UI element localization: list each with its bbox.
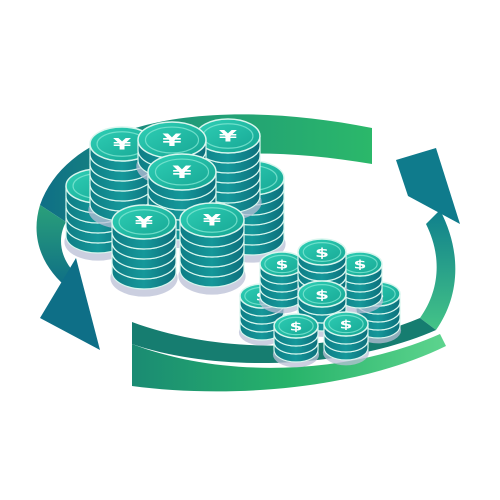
currency-symbol: $	[290, 320, 303, 333]
coin-top	[147, 153, 217, 191]
coin-rim	[302, 242, 342, 262]
currency-symbol: $	[315, 245, 329, 260]
yuan-coin-stack: ¥	[178, 202, 246, 295]
currency-symbol: $	[276, 258, 289, 271]
coin-rim	[118, 209, 170, 235]
currency-symbol: $	[315, 287, 329, 302]
dollar-coin-stack: $	[272, 313, 320, 368]
currency-symbol: $	[354, 258, 367, 271]
dollar-coin-stacks: $$$$$$$$	[238, 238, 402, 368]
coin-rim	[186, 207, 238, 233]
currency-symbol: ¥	[162, 131, 181, 151]
arrow-arc-left	[36, 205, 78, 290]
currency-symbol: ¥	[203, 211, 222, 230]
currency-symbol: ¥	[113, 135, 132, 154]
coin-top	[297, 280, 347, 308]
coin-rim	[144, 126, 200, 154]
coin-rim	[302, 284, 342, 304]
currency-symbol: $	[340, 318, 353, 331]
yuan-coin-stack: ¥	[110, 204, 178, 297]
currency-symbol: ¥	[172, 163, 191, 183]
arrow-arc-right	[420, 210, 456, 330]
coin-rim	[154, 158, 210, 186]
arrow-head-right	[396, 148, 460, 224]
dollar-coin-stack: $	[322, 311, 370, 366]
arrow-arc-bottom-face	[132, 334, 446, 392]
yuan-coin-stacks: ¥¥¥¥¥¥¥¥	[64, 118, 286, 297]
dollar-coin-stack: $	[336, 251, 384, 314]
arrow-head-left	[40, 258, 100, 350]
coin-rim	[328, 314, 364, 334]
coin-top	[179, 202, 245, 238]
coin-top	[111, 204, 177, 240]
currency-symbol: ¥	[219, 127, 238, 146]
coin-top	[297, 238, 347, 266]
coin-rim	[278, 316, 314, 336]
currency-symbol: ¥	[135, 213, 154, 232]
